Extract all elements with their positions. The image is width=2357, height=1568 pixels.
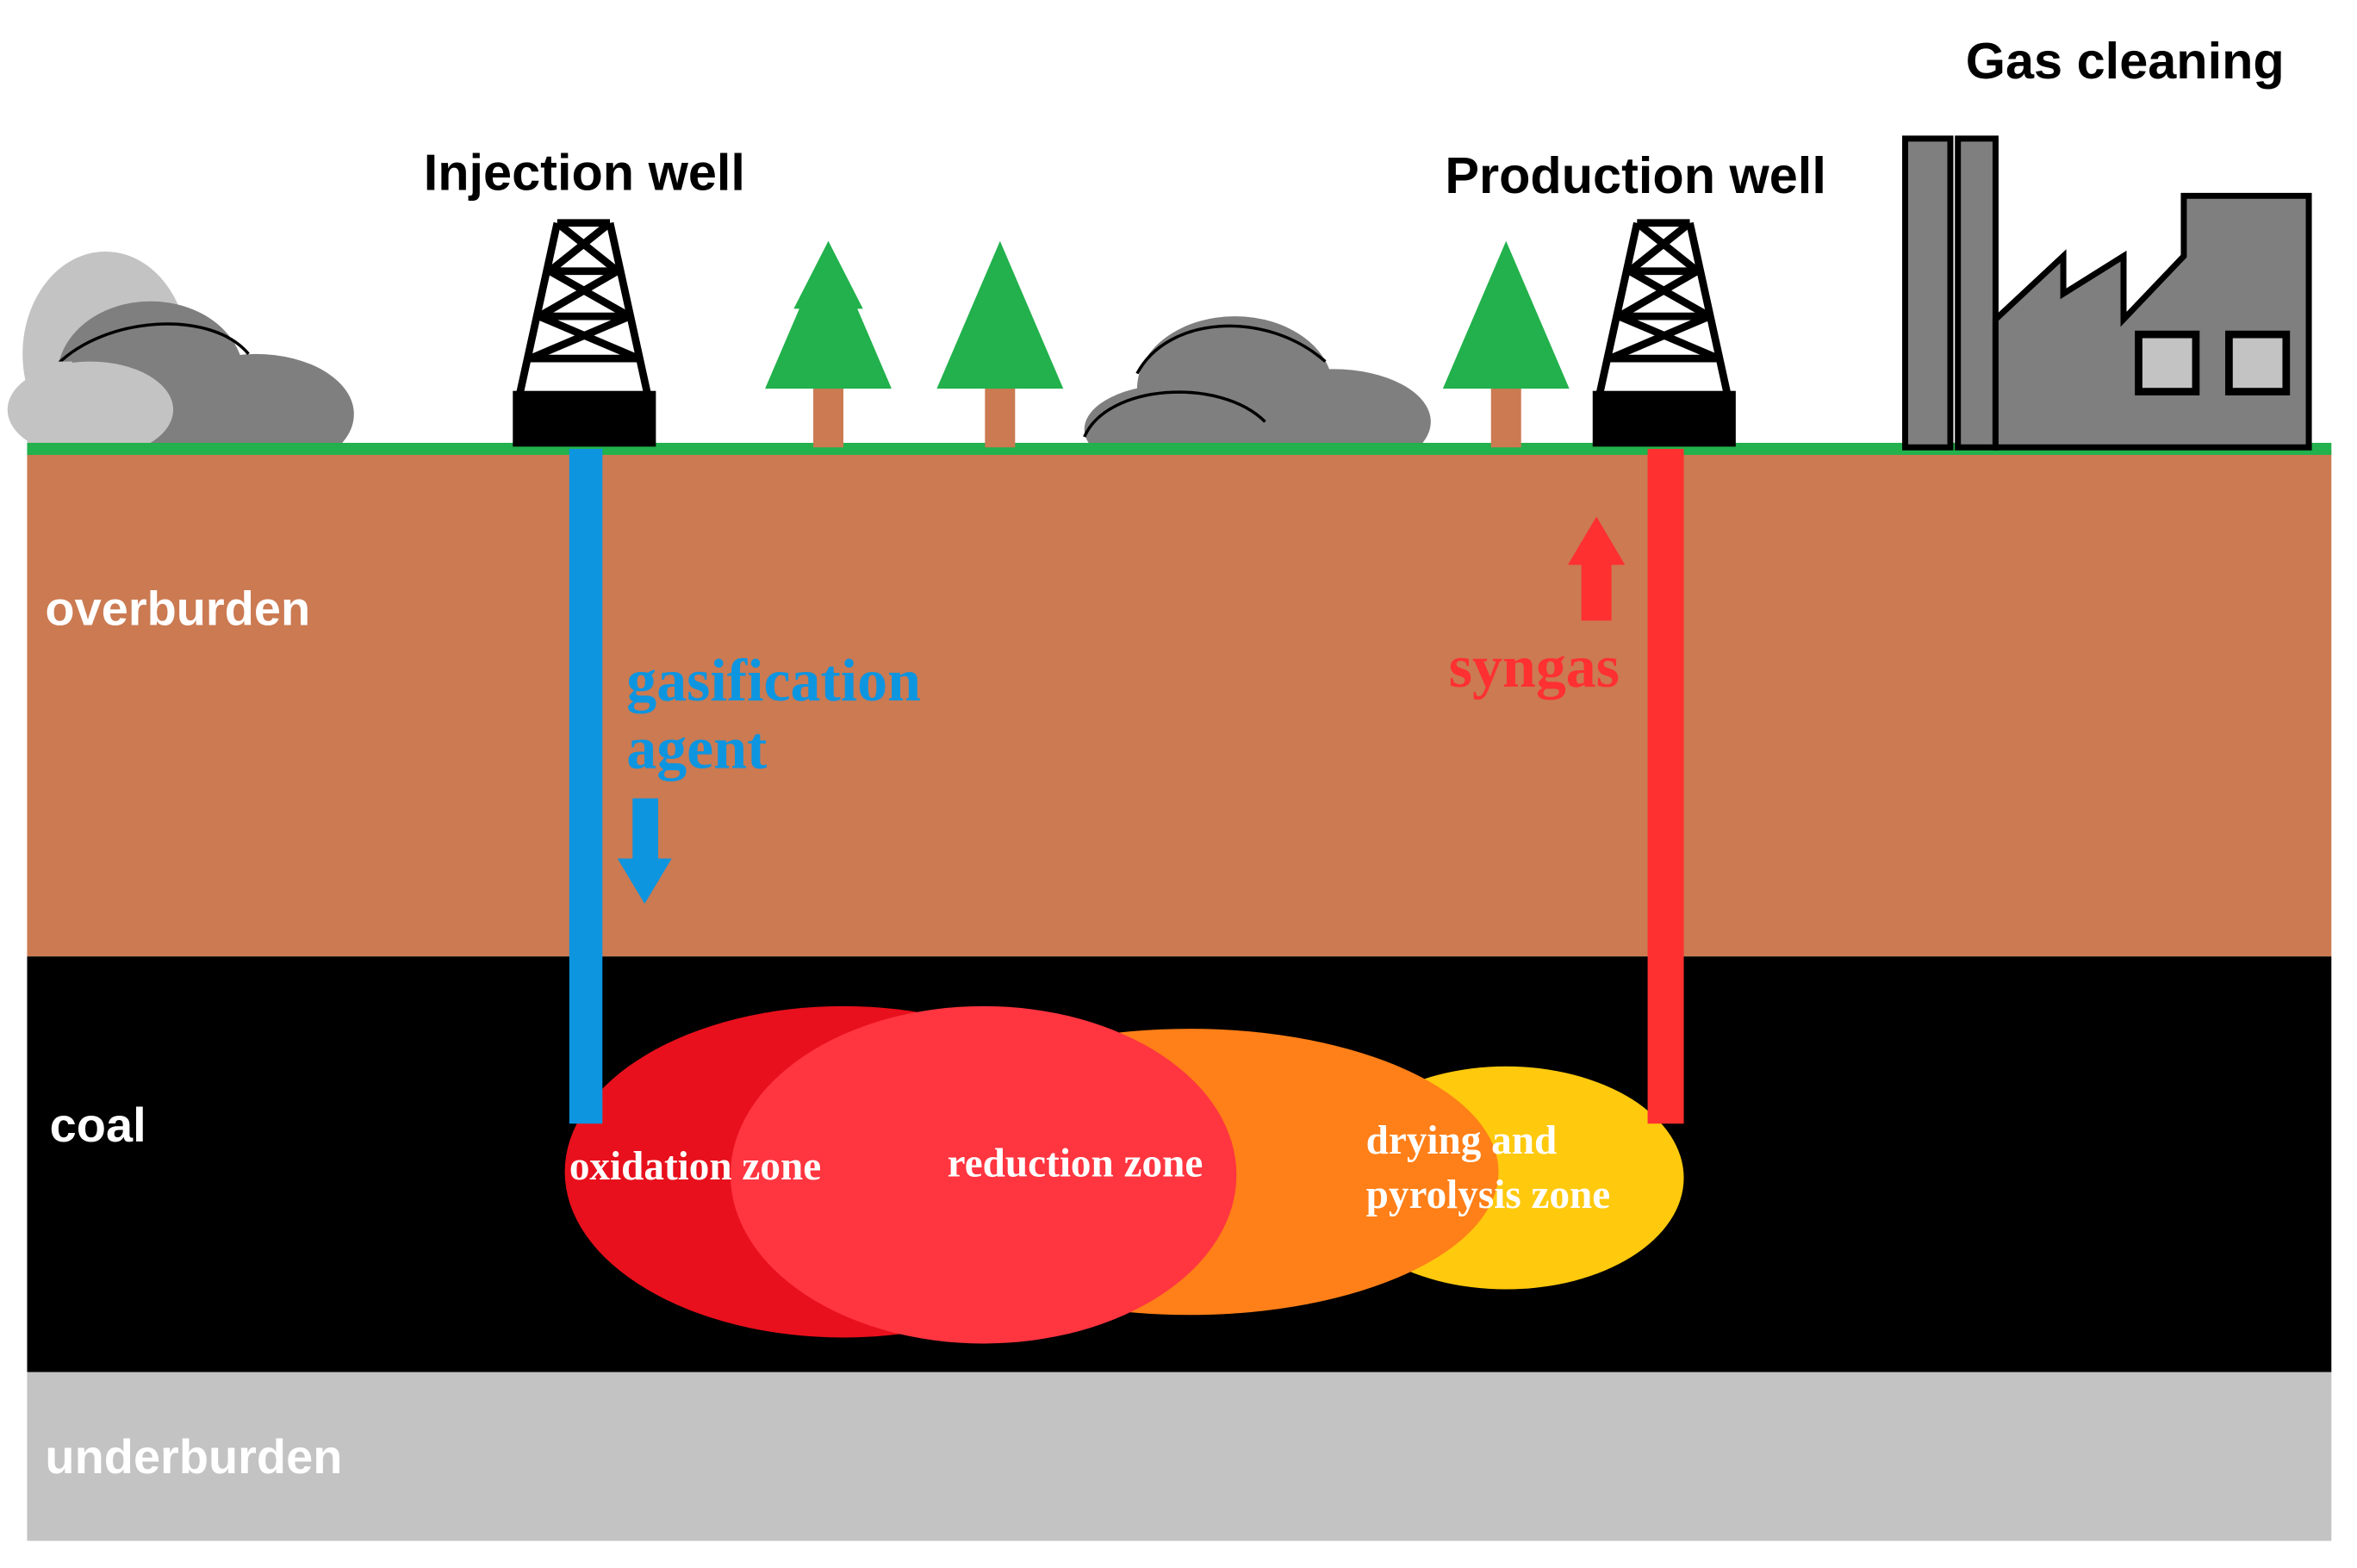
reduction-zone-label: reduction zone [948,1141,1203,1185]
tree-icon [936,240,1064,448]
cloud-left-icon [7,251,354,475]
production-well-derrick-icon [1592,219,1736,447]
arrow-down-icon [617,798,672,904]
production-well-label: Production well [1445,146,1826,204]
underburden-layer [27,1372,2332,1541]
reduction-zone [730,1005,1237,1344]
tree-icon [1442,240,1570,448]
underburden-label: underburden [45,1429,342,1484]
tree-icon [765,240,892,448]
gas-cleaning-label: Gas cleaning [1966,32,2285,90]
gasification-agent-label-line2: agent [626,716,767,782]
injection-well-derrick-icon [513,219,656,447]
drying-zone-label-line2: pyrolysis zone [1366,1173,1611,1217]
syngas-label: syngas [1449,634,1620,700]
gasification-agent-label-line1: gasification [626,648,921,714]
oxidation-zone-label: oxidation zone [569,1144,821,1189]
injection-well-label: Injection well [424,143,745,201]
drying-zone-label-line1: drying and [1366,1118,1558,1163]
coal-label: coal [50,1098,146,1152]
factory-icon [1902,135,2312,451]
arrow-up-icon [1567,516,1626,621]
overburden-label: overburden [45,582,310,636]
overburden-layer [27,450,2332,957]
production-pipe [1647,449,1684,1124]
injection-pipe [569,449,603,1124]
